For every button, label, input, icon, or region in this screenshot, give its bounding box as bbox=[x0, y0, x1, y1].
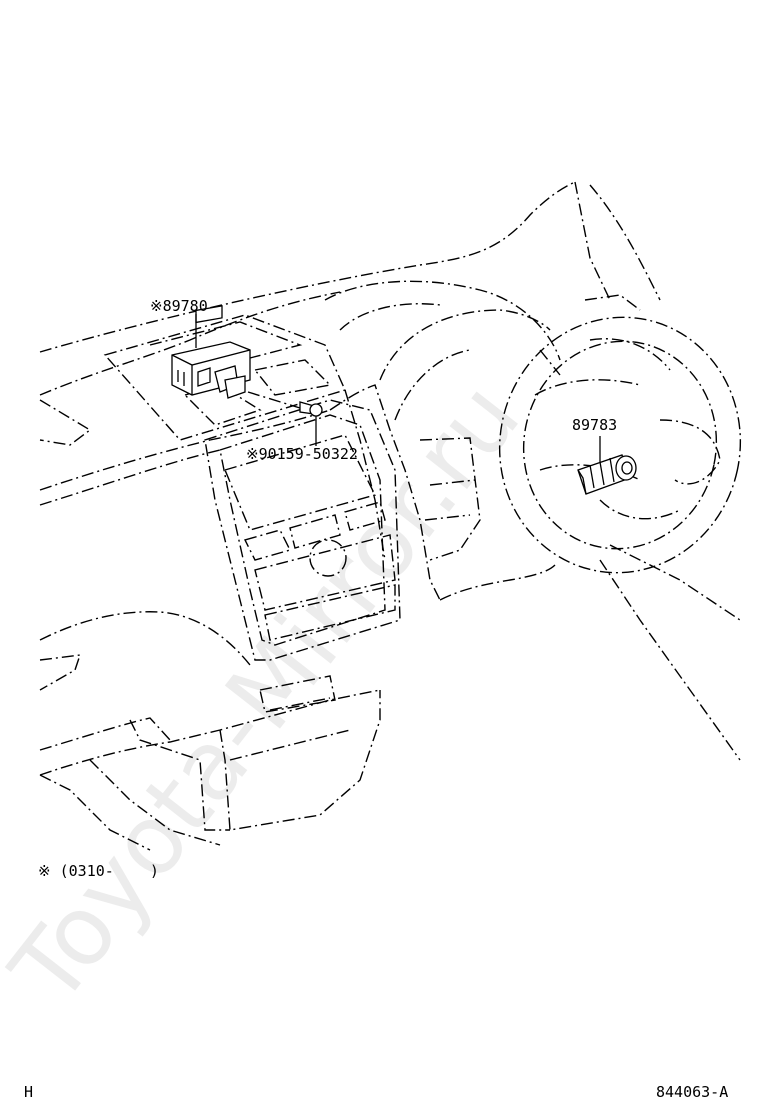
label-89783: 89783 bbox=[572, 416, 617, 434]
module-89780 bbox=[171, 305, 251, 399]
steering-wheel bbox=[498, 294, 742, 574]
note-text: ※ (0310- ) bbox=[38, 862, 159, 880]
dashboard-outline bbox=[39, 181, 741, 851]
leader-lines bbox=[195, 314, 601, 462]
footer-right-code: 844063-A bbox=[656, 1083, 728, 1101]
label-89780: ※89780 bbox=[150, 297, 208, 315]
screw-90159-50322 bbox=[247, 391, 323, 417]
footer-left-code: H bbox=[24, 1083, 33, 1101]
switch-89783 bbox=[577, 454, 637, 495]
label-90159-50322: ※90159-50322 bbox=[246, 445, 358, 463]
